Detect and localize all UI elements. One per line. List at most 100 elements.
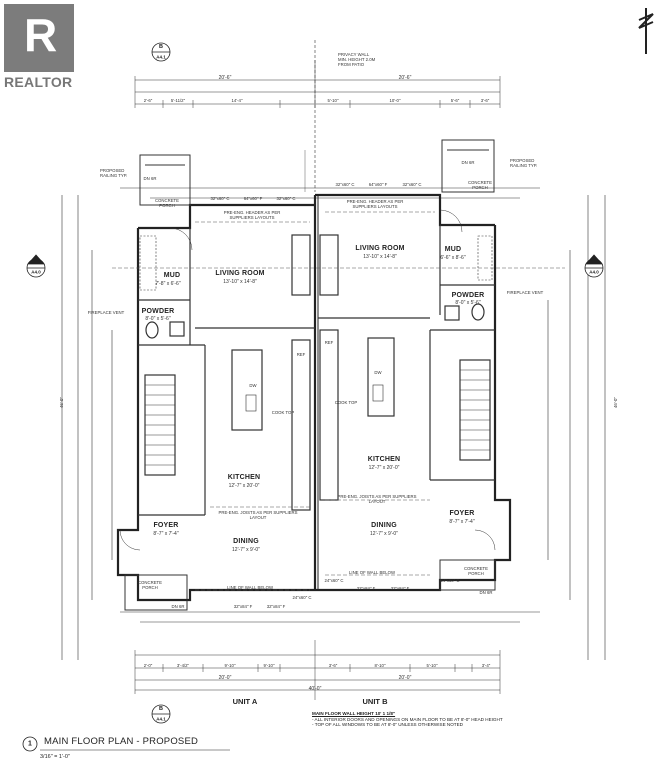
fridge-label-b: REF (324, 340, 334, 345)
window-tag-a-bottom-2: 32"x84" F (266, 604, 286, 609)
dn-label-b-top: DN 6R (461, 160, 475, 165)
window-tag-a-1: 32"x60" C (210, 196, 230, 201)
dim-bottom-seg-5: 3'-6" (328, 663, 338, 668)
notes-line-1: - ALL INTERIOR DOORS AND OPENINGS ON MAI… (312, 716, 503, 722)
dim-bottom-seg-1: 2'-0" (143, 663, 153, 668)
dim-right-overall: 46'-0" (612, 397, 618, 408)
room-b-powder-size: 8'-0" x 5'-6" (455, 300, 481, 306)
dim-top-seg-4: 5'-10" (327, 98, 339, 103)
room-b-dining-name: DINING (371, 522, 397, 529)
joists-note-b: PRE-ENG. JOISTS AS PER SUPPLIERS LAYOUT (337, 494, 417, 504)
window-tag-b-bottom-3: 32"x84" F (390, 586, 410, 591)
window-tag-b-2: 64"x60" F (368, 182, 388, 187)
room-b-kitchen-name: KITCHEN (367, 456, 401, 463)
north-arrow-icon (638, 8, 654, 54)
room-a-kitchen-name: KITCHEN (227, 474, 261, 481)
dim-bottom-seg-3: 9'-10" (224, 663, 236, 668)
dim-bottom-seg-4: 9'-10" (263, 663, 275, 668)
fireplace-vent-b: FIREPLACE VENT (506, 290, 544, 295)
dim-top-seg-1: 2'-6" (143, 98, 153, 103)
dim-top-seg-7: 3'-6" (480, 98, 490, 103)
dim-top-seg-2: 5'-11/2" (170, 98, 186, 103)
section-marker-top-letter: B (159, 44, 163, 50)
dim-top-seg-5: 10'-0" (389, 98, 401, 103)
room-b-powder-name: POWDER (451, 292, 485, 299)
window-tag-b-1: 32"x60" C (335, 182, 355, 187)
dim-bottom-overall-a: 20'-0" (218, 675, 232, 681)
room-a-kitchen-size: 12'-7" x 20'-0" (228, 483, 260, 489)
realtor-logo: R REALTOR (0, 0, 78, 92)
dim-top-overall-b: 20'-6" (398, 75, 412, 81)
wall-height-notes: MAIN FLOOR WALL HEIGHT 10' 1 1/8" - ALL … (312, 711, 503, 728)
cooktop-label-a: COOK TOP (271, 410, 295, 415)
room-a-foyer-size: 8'-7" x 7'-4" (153, 531, 179, 537)
window-tag-a-3: 32"x60" C (276, 196, 296, 201)
realtor-logo-text: REALTOR (4, 74, 73, 90)
window-tag-a-bottom-1: 32"x84" F (233, 604, 253, 609)
dim-bottom-seg-2: 3'-4/2" (176, 663, 190, 668)
notes-line-2: - TOP OF ALL WINDOWS TO BE AT 8'-0" UNLE… (312, 722, 463, 728)
room-b-foyer-size: 8'-7" x 7'-4" (449, 519, 475, 525)
room-a-mud-size: 7'-8" x 6'-6" (155, 281, 181, 287)
section-marker-left-sheet: A4.0 (31, 269, 41, 275)
section-marker-bottom-letter: B (159, 706, 163, 712)
room-a-living-size: 13'-10" x 14'-8" (223, 279, 257, 285)
unit-a-label: UNIT A (232, 697, 258, 706)
window-tag-b-bottom-4: 24"x60" C (440, 578, 460, 583)
dishwasher-label-b: DW (374, 370, 382, 375)
line-of-wall-a: LINE OF WALL BELOW (226, 585, 274, 590)
room-b-mud-size: 6'-6" x 8'-6" (440, 255, 466, 261)
realtor-logo-box (4, 4, 74, 72)
room-b-living-name: LIVING ROOM (355, 245, 405, 252)
railing-note-b: PROPOSED RAILING TYP. (510, 158, 538, 168)
room-a-dining-name: DINING (233, 538, 259, 545)
room-b-living-size: 13'-10" x 14'-8" (363, 254, 397, 260)
privacy-wall-note: PRIVACY WALL MIN. HEIGHT 2.0M FROM PATIO (338, 52, 376, 67)
dn-label-a-bottom: DN 6R (171, 604, 185, 609)
section-marker-top-sheet: A4.1 (156, 54, 166, 60)
realtor-logo-mark: R (24, 9, 58, 61)
porch-label-a-bottom: CONCRETE PORCH (137, 580, 163, 590)
room-a-mud-name: MUD (163, 272, 181, 279)
notes-heading: MAIN FLOOR WALL HEIGHT 10' 1 1/8" (312, 711, 396, 716)
drawing-title: MAIN FLOOR PLAN - PROPOSED (44, 736, 199, 747)
window-tag-b-bottom-2: 32"x84" F (356, 586, 376, 591)
window-tag-b-bottom-1: 24"x60" C (324, 578, 344, 583)
room-a-foyer-name: FOYER (153, 522, 179, 529)
dim-bottom-seg-8: 3'-4" (481, 663, 491, 668)
drawing-scale: 3/16" = 1'-0" (40, 754, 70, 760)
joists-note-a: PRE-ENG. JOISTS AS PER SUPPLIERS LAYOUT (218, 510, 298, 520)
fireplace-vent-a: FIREPLACE VENT (87, 310, 125, 315)
dim-bottom-overall: 40'-0" (308, 686, 322, 692)
room-a-living-name: LIVING ROOM (215, 270, 265, 277)
room-a-powder-size: 8'-0" x 5'-6" (145, 316, 171, 322)
porch-label-a-top: CONCRETE PORCH (154, 198, 180, 208)
header-note-b: PRE-ENG. HEADER AS PER SUPPLIERS LAYOUTS (346, 199, 404, 209)
dim-top-overall-a: 20'-6" (218, 75, 232, 81)
dim-top-seg-6: 5'-6" (450, 98, 460, 103)
header-note-a: PRE-ENG. HEADER AS PER SUPPLIERS LAYOUTS (223, 210, 281, 220)
porch-label-b-bottom: CONCRETE PORCH (463, 566, 489, 576)
dim-top-seg-3: 14'-4" (231, 98, 243, 103)
room-a-dining-size: 12'-7" x 9'-0" (232, 547, 260, 553)
section-marker-bottom-sheet: A4.1 (156, 716, 166, 722)
dim-bottom-seg-6: 8'-10" (374, 663, 386, 668)
room-b-foyer-name: FOYER (449, 510, 475, 517)
room-a-powder-name: POWDER (141, 308, 175, 315)
window-tag-a-bottom-3: 24"x60" C (292, 595, 312, 600)
drawing-number: 1 (28, 740, 32, 748)
dishwasher-label-a: DW (249, 383, 257, 388)
dim-bottom-overall-b: 20'-0" (398, 675, 412, 681)
room-b-mud-name: MUD (444, 246, 462, 253)
dn-label-b-bottom: DN 6R (479, 590, 493, 595)
dim-bottom-seg-7: 5'-10" (426, 663, 438, 668)
porch-label-b-top: CONCRETE PORCH (467, 180, 493, 190)
dn-label-a-top: DN 6R (143, 176, 157, 181)
railing-note-a: PROPOSED RAILING TYP. (100, 168, 128, 178)
cooktop-label-b: COOK TOP (334, 400, 358, 405)
fridge-label-a: REF (296, 352, 306, 357)
window-tag-b-3: 32"x60" C (402, 182, 422, 187)
section-marker-right-sheet: A4.0 (589, 269, 599, 275)
room-b-kitchen-size: 12'-7" x 20'-0" (368, 465, 400, 471)
